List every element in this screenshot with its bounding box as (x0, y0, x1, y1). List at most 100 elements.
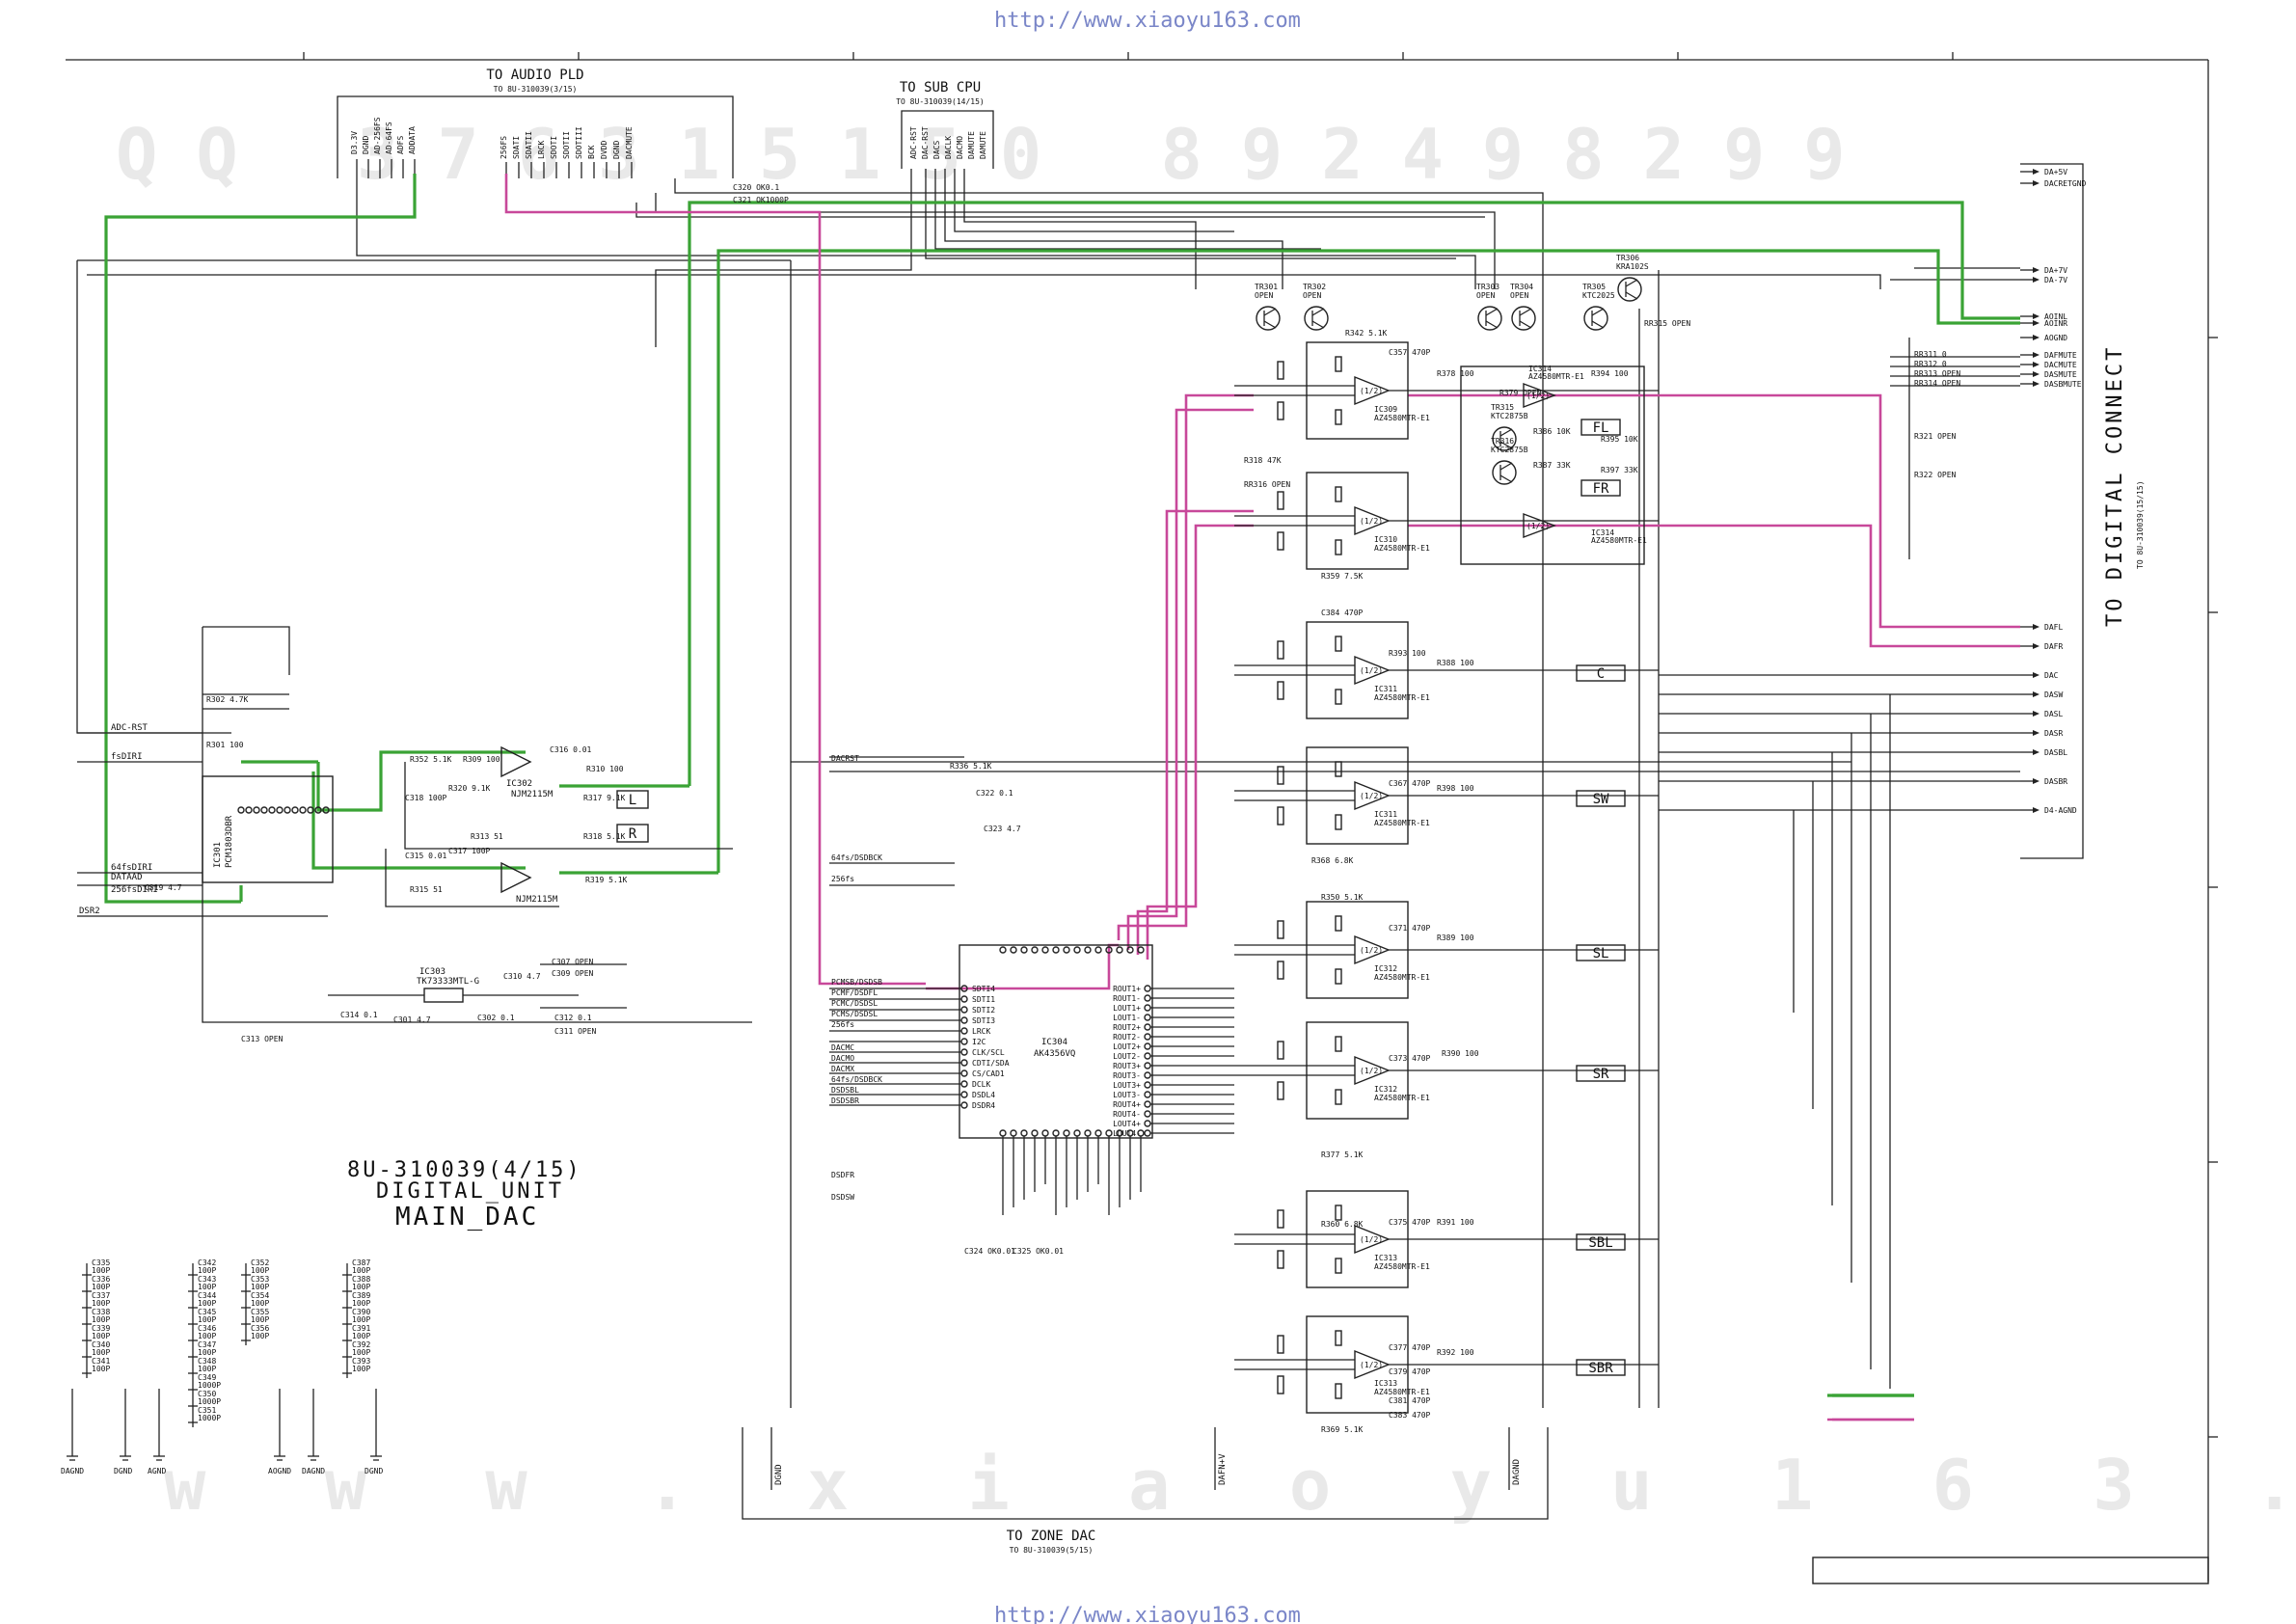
zone-dac-ref: TO 8U-310039(5/15) (1010, 1546, 1094, 1555)
dac-pin (960, 1027, 968, 1035)
component-label: C383 470P (1389, 1411, 1431, 1420)
mute-transistors: TR301OPENTR302OPENTR303OPENTR304OPENTR30… (1255, 254, 1649, 485)
dac-pin (960, 1091, 968, 1098)
transistor-symbol (1583, 306, 1608, 331)
signal-arrow (2033, 730, 2039, 736)
dac-mid-signal: DACMX (831, 1065, 854, 1073)
sub-cpu-ref: TO 8U-310039(14/15) (896, 97, 985, 106)
opamp-symbol (1354, 655, 1391, 686)
component-label: R377 5.1K (1321, 1150, 1364, 1159)
component-label: R378 100 (1437, 369, 1474, 378)
component-label: C322 0.1 (976, 789, 1013, 798)
opamp-ref: IC313 (1374, 1254, 1397, 1262)
channel-box (1576, 1065, 1626, 1082)
dac-right-pin-label: ROUT3- (1113, 1071, 1141, 1080)
component-label: RR316 OPEN (1244, 480, 1290, 489)
component-label: R368 6.8K (1311, 856, 1354, 865)
header-url[interactable]: http://www.xiaoyu163.com (994, 9, 1301, 33)
component-label: C379 470P (1389, 1367, 1431, 1376)
component-label: C367 470P (1389, 779, 1431, 788)
opamp-symbol (1354, 375, 1391, 406)
ic-pin (268, 806, 276, 814)
ic-pin (322, 806, 330, 814)
sub-cpu-title: TO SUB CPU (900, 80, 981, 95)
channel-box (1576, 1359, 1626, 1376)
dac-mid-signal: DACMC (831, 1043, 854, 1052)
cap-ref: C342 (198, 1259, 216, 1267)
cap-value: 100P (352, 1266, 370, 1275)
audio-pld-pin: SDOTII (562, 131, 571, 159)
left-signal-dataad: DATAAD (111, 873, 143, 882)
channel-label: SR (1593, 1067, 1609, 1082)
audio-pld-pin: DGND (612, 141, 621, 159)
component-label: C373 470P (1389, 1054, 1431, 1063)
opamp-half: (1/2) (1360, 792, 1383, 800)
opamp-symbol (1354, 780, 1391, 811)
right-signal-label: DA+5V (2044, 168, 2067, 176)
transistor-part: KTC2875B (1491, 446, 1528, 454)
component-label: C314 0.1 (340, 1011, 378, 1019)
component-label: R390 100 (1442, 1049, 1479, 1058)
cap-ref: C347 (198, 1340, 216, 1349)
cap-value: 100P (198, 1315, 216, 1324)
right-signal-label: DA+7V (2044, 266, 2067, 275)
zone-dac-connector: TO ZONE DAC TO 8U-310039(5/15) DGND DAFN… (742, 1427, 1549, 1555)
dac-right-pin-label: ROUT4- (1113, 1110, 1141, 1119)
cap-ref: C349 (198, 1373, 216, 1382)
dac-right-pin-label: ROUT2- (1113, 1033, 1141, 1042)
opamp-g-ref: IC314 (1528, 365, 1552, 373)
right-signal-label: DAFR (2044, 642, 2063, 651)
component-label: R342 5.1K (1345, 329, 1388, 338)
component-label: C324 OK0.01 (964, 1247, 1015, 1256)
dac-pin (1144, 1052, 1151, 1060)
component-label: C317 100P (448, 847, 491, 855)
channel-label: SBR (1588, 1361, 1613, 1376)
sub-cpu-pin: DAC-RST (921, 126, 930, 159)
dac-left-pin-label: LRCK (972, 1027, 990, 1036)
dac-mid-signal: DSDSBR (831, 1096, 859, 1105)
cap-value: 100P (198, 1332, 216, 1340)
digital-connect-title: TO DIGITAL CONNECT (2103, 345, 2127, 627)
dac-pin (1144, 994, 1151, 1002)
transistor-symbol (1511, 306, 1536, 331)
sub-cpu-pin: DACMO (956, 136, 964, 159)
component-label: C313 OPEN (241, 1035, 284, 1043)
dac-pin (1144, 1129, 1151, 1137)
opamp-ref: IC312 (1374, 1085, 1397, 1094)
ground-label: DGND (114, 1467, 132, 1475)
dac-pin (1073, 1129, 1081, 1137)
transistor-ref: TR306 (1616, 254, 1639, 262)
opamp-a2-part: NJM2115M (516, 895, 558, 905)
dac-pin (1010, 1129, 1017, 1137)
component-label: R318 47K (1244, 456, 1282, 465)
title-unit: DIGITAL_UNIT (376, 1179, 564, 1204)
transistor-symbol (1492, 460, 1517, 485)
transistor-symbol (1617, 277, 1642, 302)
transistor-part: OPEN (1303, 291, 1321, 300)
cap-value: 100P (352, 1315, 370, 1324)
cap-value: 100P (352, 1365, 370, 1373)
channel-label: SBL (1588, 1235, 1612, 1251)
component-label: R398 100 (1437, 784, 1474, 793)
left-signal-256fs: 256fsDIRI (111, 885, 158, 895)
cap-ref: C335 (92, 1259, 110, 1267)
component-label: R389 100 (1437, 934, 1474, 942)
dac-pin (1144, 1120, 1151, 1127)
ic-pin (314, 806, 322, 814)
component-label: R336 5.1K (950, 762, 992, 771)
title-board: 8U-310039(4/15) (347, 1158, 582, 1182)
audio-pld-pin: DGND (362, 136, 370, 154)
transistor-ref: TR304 (1510, 283, 1533, 291)
audio-pld-pin: ADDATA (408, 126, 417, 154)
component-label: C377 470P (1389, 1343, 1431, 1352)
audio-pld-pin: DVDD (600, 141, 608, 159)
component-label: RR314 OPEN (1914, 379, 1960, 388)
ground-label: AGND (148, 1467, 166, 1475)
transistor-part: KTC2025 (1582, 291, 1615, 300)
cap-value: 100P (352, 1332, 370, 1340)
component-label: R350 5.1K (1321, 893, 1364, 902)
dac-left-pin-label: DCLK (972, 1080, 990, 1089)
cap-ref: C353 (251, 1275, 269, 1284)
footer-url[interactable]: http://www.xiaoyu163.com (994, 1604, 1301, 1624)
left-signal-fsdiri: fsDIRI (111, 752, 143, 762)
